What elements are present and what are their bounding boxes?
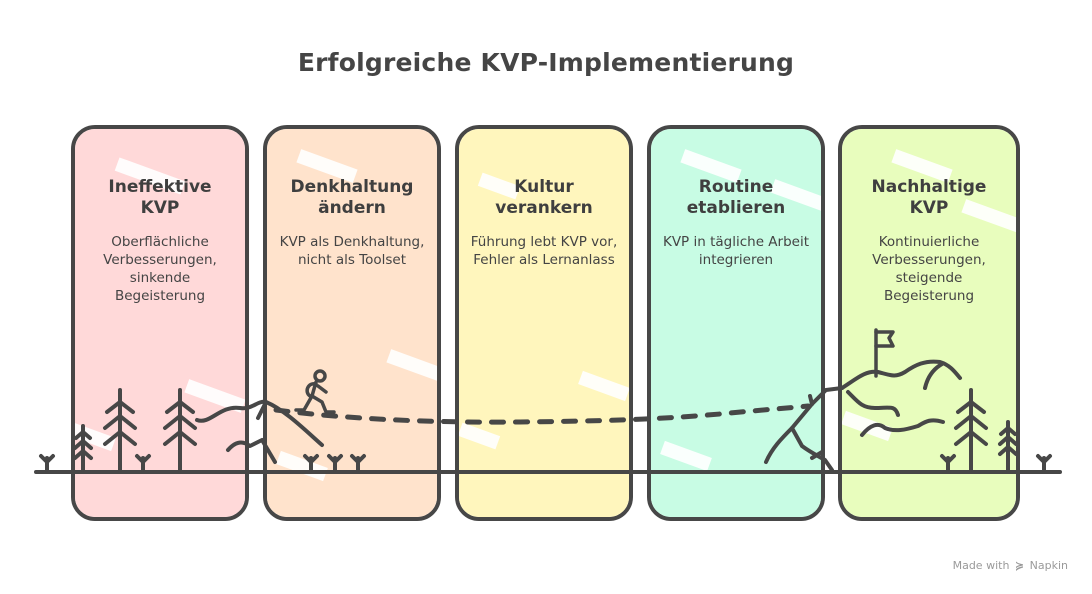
stage-heading: Denkhaltung ändern — [290, 177, 414, 218]
stage-heading: Routine etablieren — [686, 177, 786, 218]
card-fill — [459, 129, 629, 517]
card-fill — [267, 129, 437, 517]
stage-text: Denkhaltung ändern KVP als Denkhaltung, … — [267, 177, 437, 269]
stage-description: Kontinuierliche Verbesserungen, steigend… — [872, 234, 986, 304]
stage-heading: Ineffektive KVP — [108, 177, 212, 218]
stage-heading: Nachhaltige KVP — [871, 177, 987, 218]
stage-card-kultur-verankern: Kultur verankern Führung lebt KVP vor, F… — [455, 125, 633, 521]
stage-description: Oberflächliche Verbesserungen, sinkende … — [103, 234, 217, 304]
stage-card-denkhaltung-aendern: Denkhaltung ändern KVP als Denkhaltung, … — [263, 125, 441, 521]
stage-heading: Kultur verankern — [495, 177, 593, 218]
stage-text: Routine etablieren KVP in tägliche Arbei… — [651, 177, 821, 269]
stage-card-routine-etablieren: Routine etablieren KVP in tägliche Arbei… — [647, 125, 825, 521]
stage-card-nachhaltige-kvp: Nachhaltige KVP Kontinuierliche Verbesse… — [838, 125, 1020, 521]
diagram-title: Erfolgreiche KVP-Implementierung — [297, 48, 795, 77]
made-with-napkin-footer: Made with ≽ Napkin — [952, 559, 1068, 572]
stage-description: Führung lebt KVP vor, Fehler als Lernanl… — [470, 234, 618, 268]
stage-description: KVP in tägliche Arbeit integrieren — [662, 234, 810, 268]
stage-text: Ineffektive KVP Oberflächliche Verbesser… — [75, 177, 245, 305]
stage-text: Kultur verankern Führung lebt KVP vor, F… — [459, 177, 629, 269]
stage-text: Nachhaltige KVP Kontinuierliche Verbesse… — [842, 177, 1016, 305]
stage-card-ineffective-kvp: Ineffektive KVP Oberflächliche Verbesser… — [71, 125, 249, 521]
stage-description: KVP als Denkhaltung, nicht als Toolset — [279, 234, 425, 268]
napkin-logo-icon: ≽ — [1014, 559, 1025, 572]
